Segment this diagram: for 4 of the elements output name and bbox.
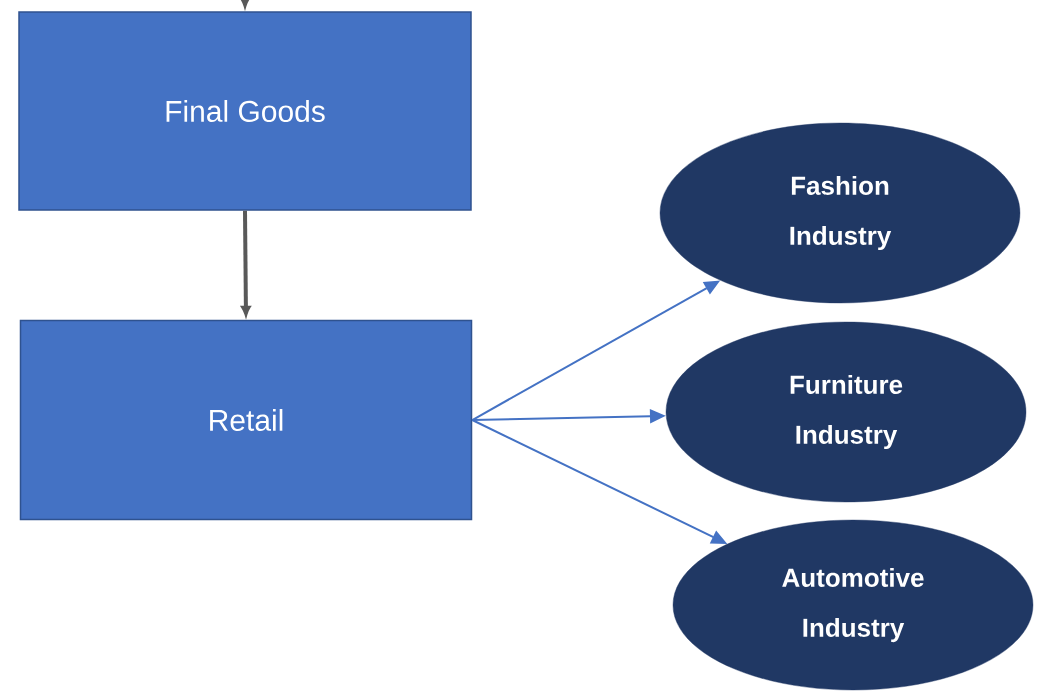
arrow [241,210,251,317]
arrow [240,0,250,8]
process-box: Final Goods [18,11,472,211]
process-box: Retail [19,319,473,521]
